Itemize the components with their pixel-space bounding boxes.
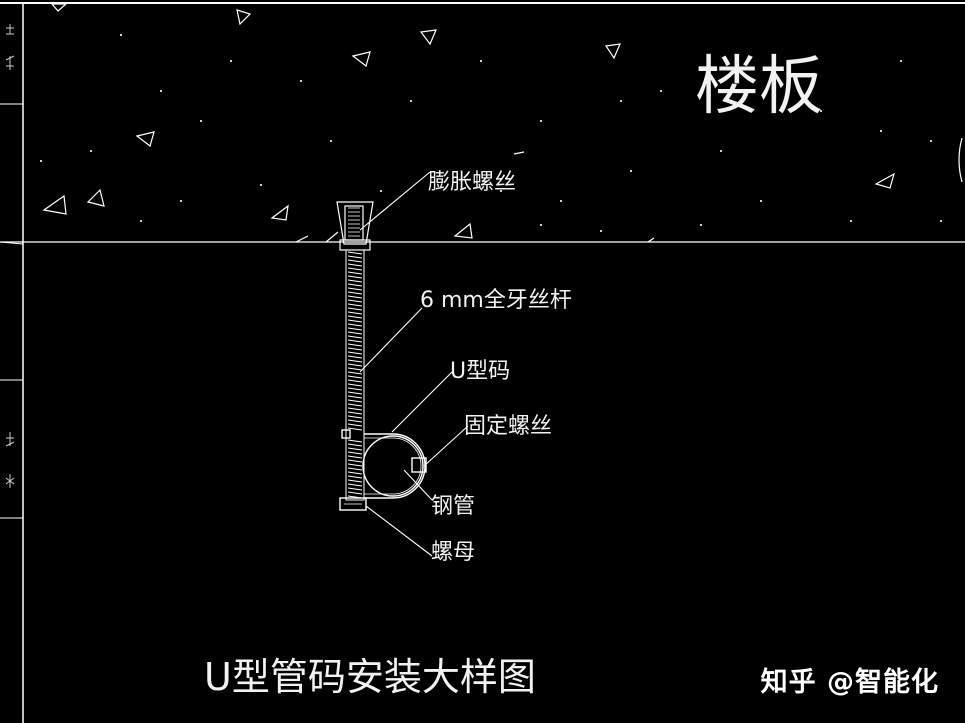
zhihu-watermark: 知乎 @智能化 xyxy=(760,667,939,698)
label-expansion-bolt: 膨胀螺丝 xyxy=(428,170,516,195)
fixing-screw xyxy=(411,457,427,473)
slab-label: 楼板 xyxy=(695,50,823,124)
left-margin-marks xyxy=(5,24,15,488)
label-threaded-rod: 6 mm全牙丝杆 xyxy=(420,288,572,313)
leader-lines xyxy=(359,171,469,557)
label-steel-pipe: 钢管 xyxy=(431,494,475,519)
steel-pipe xyxy=(362,435,424,497)
slab-concrete-hatch xyxy=(42,3,963,243)
expansion-bolt-anchor xyxy=(336,201,374,251)
rod-thread-pattern xyxy=(347,251,363,499)
drawing-title: U型管码安装大样图 xyxy=(204,655,536,699)
u-clamp-assembly xyxy=(339,429,427,511)
label-u-clamp: U型码 xyxy=(450,359,510,384)
u-clamp xyxy=(364,433,426,499)
label-fixing-screw: 固定螺丝 xyxy=(464,414,552,439)
threaded-rod xyxy=(345,249,365,501)
label-nut: 螺母 xyxy=(431,540,475,565)
slab-hatch-dots xyxy=(40,34,942,232)
hex-nut xyxy=(339,497,367,511)
